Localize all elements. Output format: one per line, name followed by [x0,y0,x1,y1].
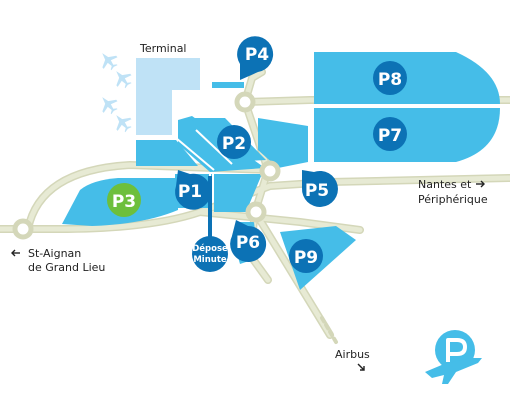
parking-pin-p9[interactable]: P9 [289,239,323,273]
depose-minute-pin[interactable]: Dépose Minute [192,176,228,272]
parking-pin-p3[interactable]: P3 [107,183,141,217]
parking-label-p7: P7 [378,126,402,146]
airplane-icon [102,53,118,71]
zone-terminal-front[interactable] [136,140,198,166]
depose-label-line1: Dépose [192,243,228,254]
airplane-icon [102,97,118,115]
parking-pin-p7[interactable]: P7 [373,117,407,151]
nantes-label-line1: Nantes et [418,178,472,191]
zone-p4-stub[interactable] [212,82,244,88]
arrow-right-icon [476,180,485,188]
parking-airplane-logo-icon [425,330,482,384]
airbus-label: Airbus [335,348,370,361]
parking-label-p3: P3 [112,192,136,212]
parking-label-p5: P5 [305,181,329,201]
arrow-left-icon [11,249,20,257]
parking-pin-p1[interactable]: P1 [175,170,212,210]
st-aignan-label-line1: St-Aignan [28,247,81,260]
parking-label-p2: P2 [222,134,246,154]
parking-pin-p5[interactable]: P5 [301,170,338,207]
parking-label-p6: P6 [236,233,260,253]
zone-middle[interactable] [214,174,262,212]
roundabouts [12,91,281,240]
nantes-label-line2: Périphérique [418,193,488,206]
parking-pin-p6[interactable]: P6 [230,220,267,262]
parking-label-p8: P8 [378,70,402,90]
parking-label-p9: P9 [294,248,318,268]
parking-pin-p2[interactable]: P2 [217,125,251,159]
zone-right-strip[interactable] [258,118,308,168]
parking-pin-p4[interactable]: P4 [237,36,274,80]
airplanes [102,53,132,133]
airplane-icon [116,71,132,89]
st-aignan-label-line2: de Grand Lieu [28,261,105,274]
zone-p7[interactable] [314,108,500,162]
terminal-label: Terminal [139,42,187,55]
parking-label-p4: P4 [245,45,269,65]
terminal-building [136,58,200,135]
depose-label-line2: Minute [193,255,227,265]
airplane-icon [116,115,132,133]
parking-pin-p8[interactable]: P8 [373,61,407,95]
parking-label-p1: P1 [178,182,202,202]
arrow-down-right-icon [357,363,365,371]
